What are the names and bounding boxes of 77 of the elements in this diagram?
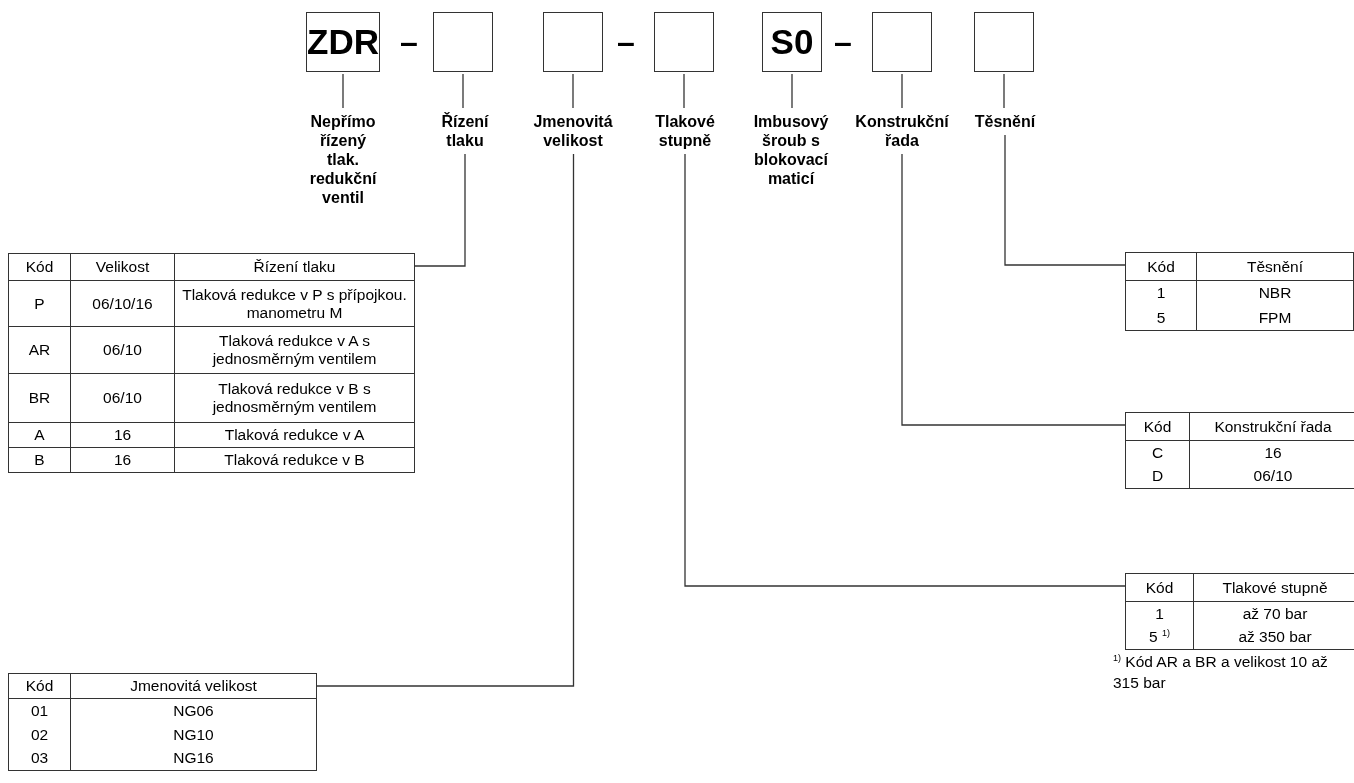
table-cell: D	[1125, 464, 1190, 489]
dash-separator: –	[834, 26, 852, 58]
leader-line	[901, 153, 1126, 426]
header-cell: Kód	[1125, 252, 1197, 281]
field-description: Nepřímo řízený tlak. redukční ventil	[303, 112, 383, 207]
leader-line	[342, 73, 344, 109]
code-box: ZDR	[306, 12, 380, 72]
code-box: S0	[762, 12, 822, 72]
table-cell: až 70 bar	[1193, 601, 1354, 626]
table-cell: až 350 bar	[1193, 625, 1354, 650]
code-box	[543, 12, 603, 72]
table-cell: FPM	[1196, 305, 1354, 331]
leader-line	[414, 153, 466, 267]
dash-separator: –	[400, 26, 418, 58]
table-cell: BR	[8, 373, 71, 423]
code-table	[1125, 252, 1354, 331]
table-cell: NG10	[70, 722, 317, 747]
field-description: Řízení tlaku	[425, 112, 505, 150]
table-cell: 1	[1125, 280, 1197, 306]
leader-line	[683, 73, 685, 109]
leader-line	[462, 73, 464, 109]
footnote: $^{1)}$ Kód AR a BR a velikost 10 až 315 bar	[1113, 652, 1328, 693]
leader-line	[684, 153, 1126, 587]
dash-separator: –	[617, 26, 635, 58]
table-cell: 5 $^{1)}$	[1125, 625, 1194, 650]
code-table	[1125, 573, 1354, 650]
field-description: Konstrukční řada	[852, 112, 952, 150]
table-cell: Tlaková redukce v B	[174, 447, 415, 473]
header-cell: Kód	[1125, 412, 1190, 441]
table-cell: NG06	[70, 698, 317, 723]
table-cell: NBR	[1196, 280, 1354, 306]
code-box	[974, 12, 1034, 72]
table-cell: 06/10	[1189, 464, 1354, 489]
leader-line	[572, 73, 574, 109]
table-cell: 03	[8, 746, 71, 771]
code-box	[654, 12, 714, 72]
table-cell: A	[8, 422, 71, 448]
header-cell: Kód	[8, 673, 71, 699]
leader-line	[1003, 73, 1005, 109]
header-cell: Řízení tlaku	[174, 253, 415, 281]
code-table	[8, 673, 317, 771]
table-cell: Tlaková redukce v A	[174, 422, 415, 448]
leader-line	[1004, 134, 1126, 266]
table-cell: B	[8, 447, 71, 473]
header-cell: Jmenovitá velikost	[70, 673, 317, 699]
table-cell: 16	[70, 422, 175, 448]
field-description: Těsnění	[970, 112, 1040, 131]
code-table	[1125, 412, 1354, 489]
field-description: Jmenovitá velikost	[525, 112, 621, 150]
table-cell: 06/10/16	[70, 280, 175, 327]
field-description: Tlakové stupně	[645, 112, 725, 150]
table-cell: NG16	[70, 746, 317, 771]
leader-line	[791, 73, 793, 109]
table-cell: C	[1125, 440, 1190, 465]
table-cell: P	[8, 280, 71, 327]
table-cell: 1	[1125, 601, 1194, 626]
header-cell: Těsnění	[1196, 252, 1354, 281]
table-cell: 02	[8, 722, 71, 747]
leader-line	[316, 153, 575, 687]
table-cell: Tlaková redukce v P s přípojkou. manometru M	[174, 280, 415, 327]
header-cell: Kód	[1125, 573, 1194, 602]
code-box	[872, 12, 932, 72]
table-cell: 06/10	[70, 326, 175, 374]
table-cell: 01	[8, 698, 71, 723]
code-box	[433, 12, 493, 72]
field-description: Imbusový šroub s blokovací maticí	[748, 112, 834, 188]
table-cell: 16	[70, 447, 175, 473]
table-cell: 5	[1125, 305, 1197, 331]
code-table	[8, 253, 415, 473]
leader-line	[901, 73, 903, 109]
table-cell: AR	[8, 326, 71, 374]
table-cell: 16	[1189, 440, 1354, 465]
header-cell: Kód	[8, 253, 71, 281]
table-cell: Tlaková redukce v B s jednosměrným ventilem	[174, 373, 415, 423]
header-cell: Velikost	[70, 253, 175, 281]
table-cell: Tlaková redukce v A s jednosměrným ventilem	[174, 326, 415, 374]
table-cell: 06/10	[70, 373, 175, 423]
